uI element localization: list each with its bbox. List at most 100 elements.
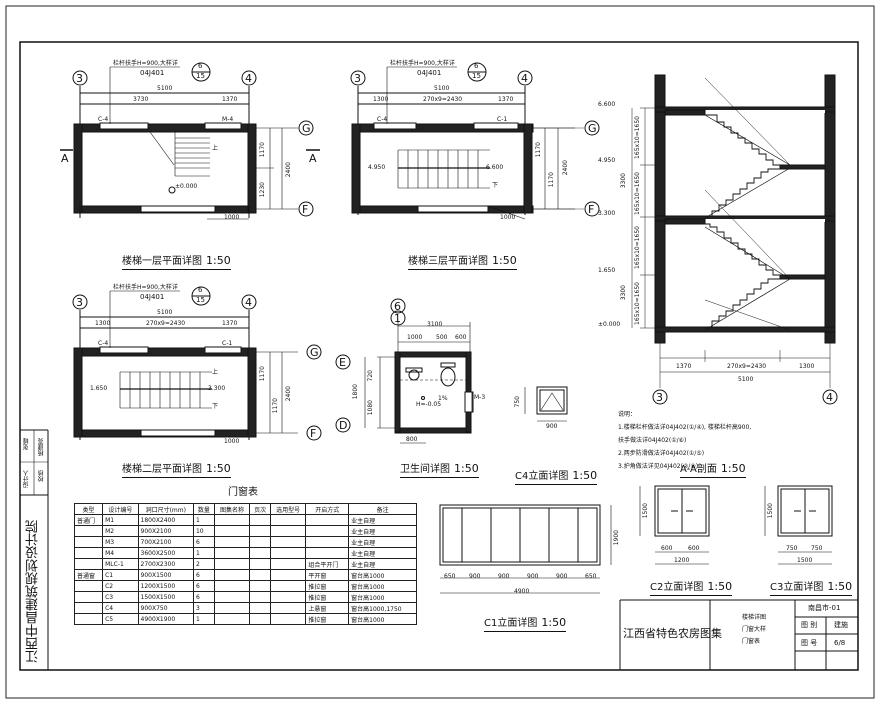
schedule-cell: 1 [192, 547, 215, 559]
dim-text: 1170 [548, 172, 555, 188]
sheet-contents: 楼梯详图 门窗大样 门窗表 [742, 612, 766, 648]
schedule-header-cell: 图集名称 [213, 503, 251, 515]
schedule-cell [73, 536, 104, 548]
railing-ref: 04J401 [140, 69, 165, 77]
schedule-cell [73, 558, 104, 570]
dim-text: 650 [444, 573, 456, 580]
axis-label: F [302, 203, 309, 216]
stair-plan-level1 [60, 62, 320, 220]
schedule-cell: 业主自理 [348, 525, 417, 537]
elevation: 3.300 [598, 210, 616, 217]
window-c1-elevation [439, 504, 612, 594]
dim-text: 1230 [259, 182, 266, 198]
dim-text: 900 [498, 573, 510, 580]
schedule-cell [213, 591, 251, 603]
drawing-code: 南昌市-01 [808, 604, 841, 612]
stair-plan-level3 [350, 62, 600, 220]
schedule-cell: M3 [102, 536, 139, 548]
dim-text: 1200 [674, 557, 690, 564]
notes: 说明： 1.楼梯栏杆做法详04J402(①/④), 楼梯栏杆高900, 扶手做法… [618, 408, 751, 473]
dim-text: 1370 [222, 96, 238, 103]
schedule-cell: 2700X2300 [137, 558, 194, 570]
dim-text: 270x9=2430 [727, 363, 767, 370]
schedule-cell [213, 580, 251, 592]
detail-ref-bottom: 15 [196, 72, 205, 80]
dim-text: 720 [367, 370, 374, 382]
schedule-cell [249, 558, 271, 570]
schedule-cell [305, 525, 350, 537]
schedule-header-cell: 设计编号 [102, 503, 139, 515]
schedule-cell: 窗台高1000 [348, 569, 417, 581]
dim-text: 270x9=2430 [423, 96, 463, 103]
schedule-cell: 6 [192, 569, 215, 581]
axis-label: F [310, 427, 317, 440]
axis-label: F [588, 203, 595, 216]
dim-text: 1080 [367, 400, 374, 416]
bathroom-detail [335, 298, 474, 444]
number-label: 图 号 [801, 639, 818, 647]
stair-down: 下 [492, 182, 499, 189]
dim-text: 4900 [514, 588, 530, 595]
schedule-cell [269, 525, 307, 537]
detail-ref-bottom: 15 [472, 72, 481, 80]
dim-text: 1900 [613, 530, 620, 546]
window-tag: C-1 [222, 340, 233, 347]
elevation: 4.950 [368, 164, 386, 171]
title-block [20, 429, 858, 670]
schedule-cell [269, 580, 307, 592]
section-mark: A [309, 152, 317, 165]
detail-ref-top: 6 [474, 62, 479, 70]
axis-label: G [310, 346, 319, 359]
schedule-cell: 6 [192, 591, 215, 603]
dim-text: 1000 [407, 334, 423, 341]
axis-label: G [302, 122, 311, 135]
schedule-cell: 窗台高1000 [348, 580, 417, 592]
dim-text: 5100 [157, 309, 173, 316]
schedule-cell [213, 536, 251, 548]
schedule-cell [305, 514, 350, 526]
schedule-cell [213, 569, 251, 581]
axis-label: 3 [354, 72, 361, 85]
window-tag: C-1 [497, 116, 508, 123]
schedule-header-cell: 页次 [249, 503, 271, 515]
schedule-header-cell: 数量 [192, 503, 215, 515]
stair-down: 下 [212, 403, 219, 410]
schedule-header-cell: 开启方式 [305, 503, 350, 515]
schedule-cell [269, 602, 307, 614]
railing-ref: 04J401 [140, 293, 165, 301]
elevation: 4.950 [598, 157, 616, 164]
schedule-cell: 10 [192, 525, 215, 537]
schedule-cell: 业主自理 [348, 558, 417, 570]
dim-text: 2400 [562, 160, 569, 176]
schedule-cell: 6 [192, 536, 215, 548]
notes-heading: 说明： [618, 411, 637, 418]
schedule-cell: C2 [102, 580, 139, 592]
door-tag: M-3 [474, 394, 486, 401]
dim-text: 2400 [285, 162, 292, 178]
dim-text: 600 [455, 334, 467, 341]
dim-text: 165x10=1650 [634, 116, 641, 159]
schedule-cell: 普通窗 [73, 569, 104, 581]
dim-text: 800 [406, 436, 418, 443]
axis-label: 1 [394, 312, 401, 325]
dim-text: 1170 [272, 398, 279, 414]
dim-text: 600 [661, 545, 673, 552]
dim-text: 2400 [285, 386, 292, 402]
schedule-cell [269, 514, 307, 526]
railing-note: 栏杆扶手H=900,大样详 [390, 60, 455, 67]
dim-text: 1300 [799, 363, 815, 370]
schedule-cell [249, 602, 271, 614]
axis-label: 3 [76, 296, 83, 309]
dim-text: 750 [786, 545, 798, 552]
detail-ref-top: 6 [198, 286, 203, 294]
stair-plan-level2 [72, 286, 322, 441]
